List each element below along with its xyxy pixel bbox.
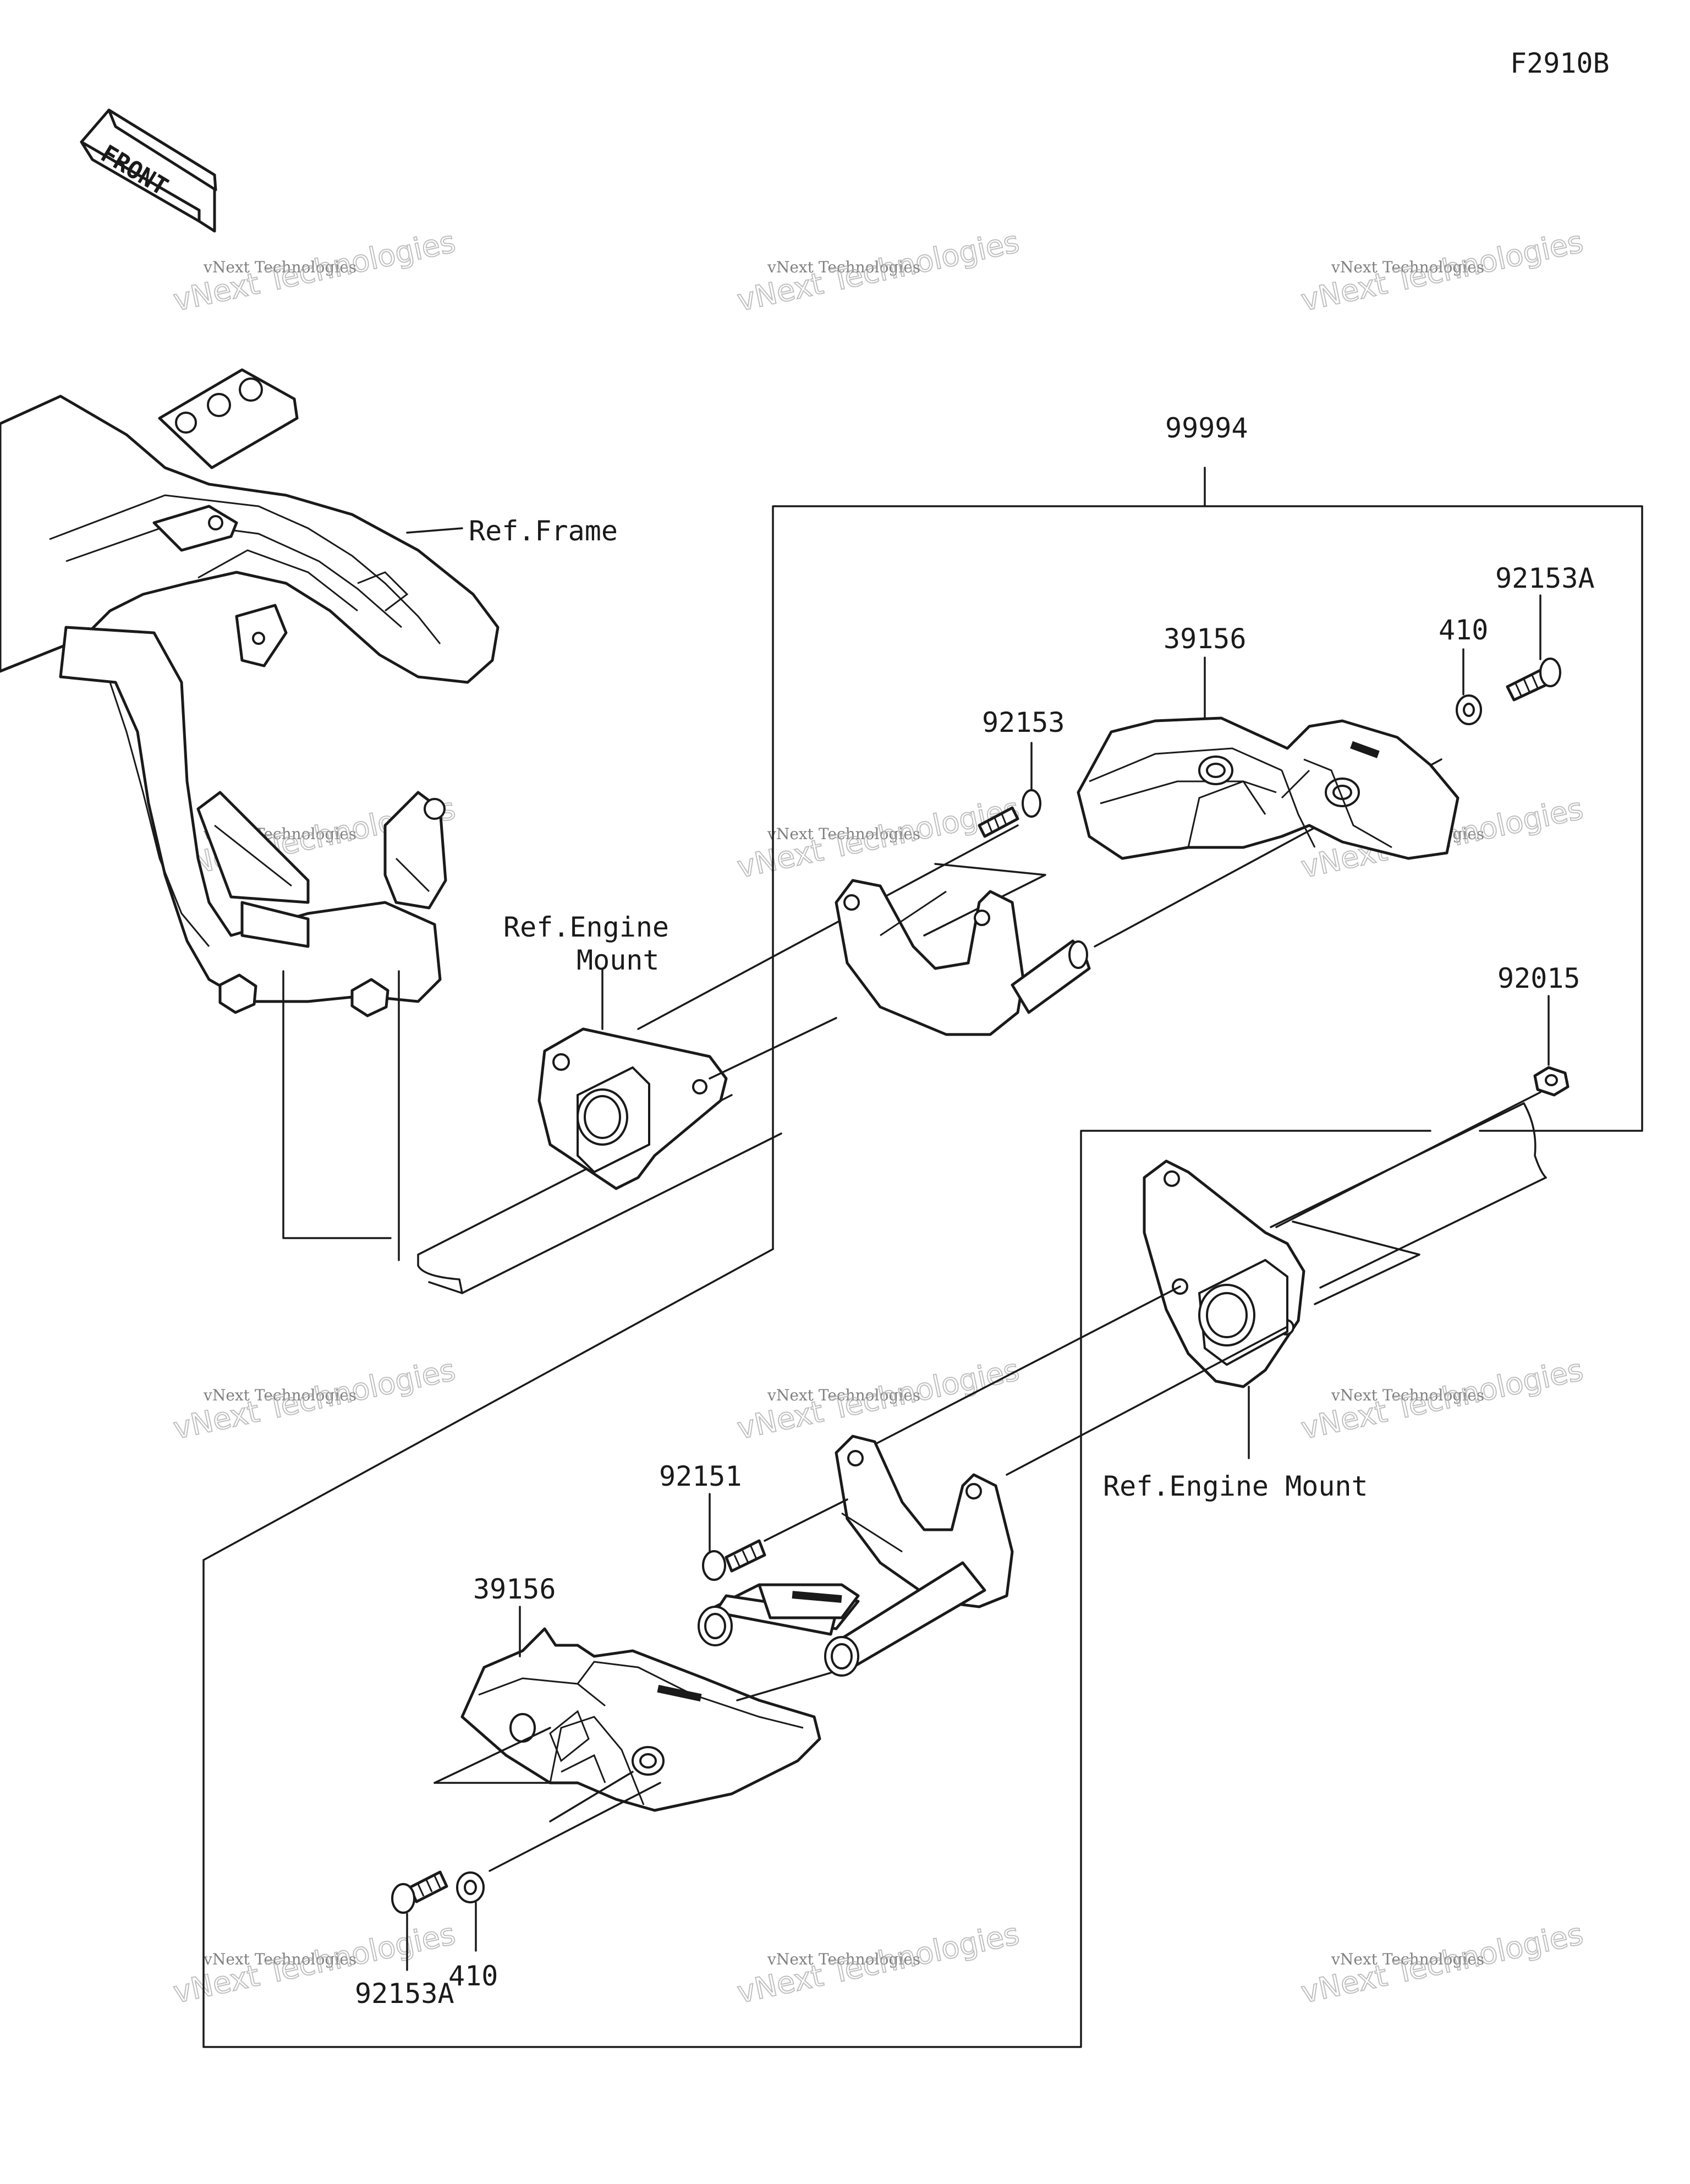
slider-assembly-top	[637, 594, 1561, 1080]
engine-mount-top	[417, 967, 782, 1294]
engine-mount-bottom	[868, 1102, 1547, 1476]
bolt-top-number: 92153	[982, 707, 1065, 738]
ref-engine-mount-bottom-label: Ref.Engine Mount	[1103, 1470, 1368, 1502]
watermark: vNext Technologies	[1331, 1950, 1484, 1968]
frame-reference-drawing	[0, 368, 500, 1261]
ref-engine-mount-top-line1: Ref.Engine	[503, 911, 669, 943]
watermark: vNext Technologies	[203, 258, 356, 276]
washer-top-number: 410	[1439, 614, 1488, 646]
watermark: vNext Technologies	[1331, 1386, 1484, 1404]
slider-assembly-bottom	[391, 1435, 1014, 1971]
kit-part-number: 99994	[1165, 412, 1248, 444]
watermark: vNext Technologies	[203, 1950, 356, 1968]
slider-bottom-number: 39156	[473, 1573, 556, 1605]
watermark: vNext Technologies	[767, 258, 920, 276]
watermark: vNext Technologies	[1331, 258, 1484, 276]
watermark: vNext Technologies	[767, 825, 920, 843]
slider-top-number: 39156	[1164, 623, 1247, 655]
bolt-a-bottom-number: 92153A	[355, 1978, 454, 2010]
nut-number: 92015	[1497, 962, 1581, 994]
front-arrow-icon: FRONT	[80, 108, 217, 233]
nut-92015	[1275, 995, 1570, 1228]
ref-frame-label: Ref.Frame	[469, 515, 618, 547]
watermark: vNext Technologies	[767, 1386, 920, 1404]
watermark: vNext Technologies	[767, 1950, 920, 1968]
watermark-grid: vNext Technologies vNext Technologies vN…	[170, 224, 1587, 2011]
watermark: vNext Technologies	[203, 1386, 356, 1404]
kit-outline-box	[202, 467, 1643, 2048]
bolt-a-top-number: 92153A	[1495, 562, 1595, 594]
bolt-bottom-number: 92151	[659, 1460, 742, 1492]
figure-code: F2910B	[1510, 47, 1610, 79]
ref-engine-mount-top-line2: Mount	[577, 944, 660, 976]
washer-bottom-number: 410	[448, 1960, 498, 1992]
